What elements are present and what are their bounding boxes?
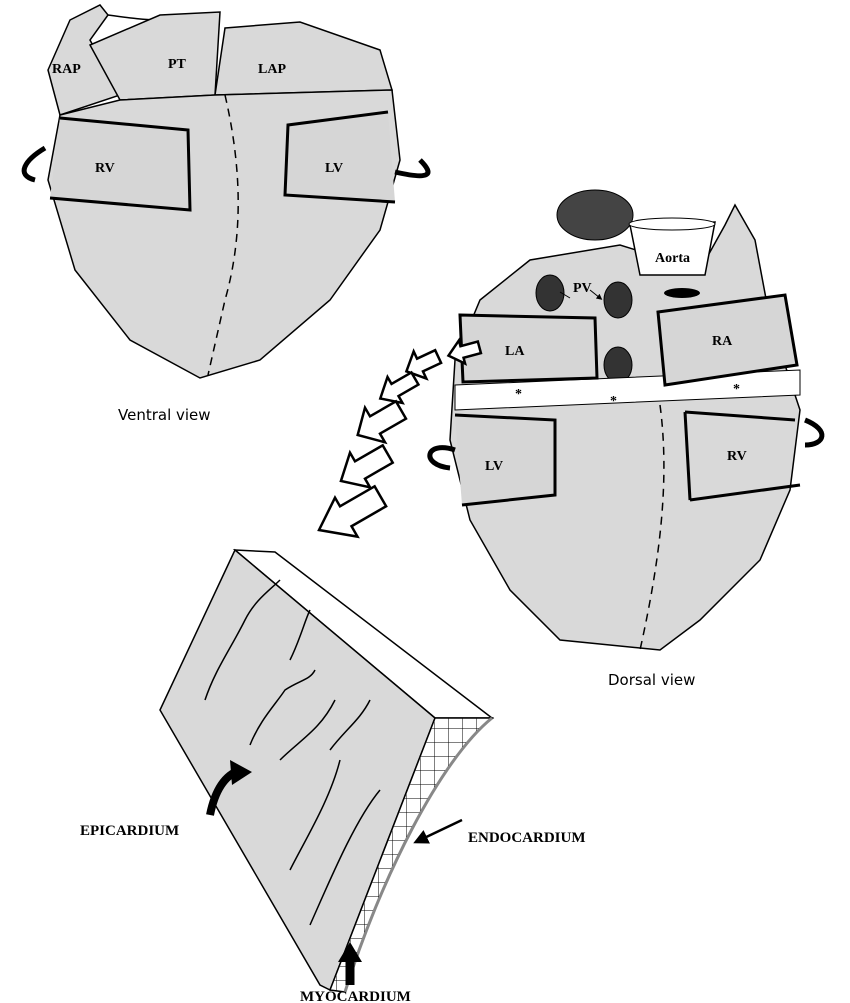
rotate-arrow-dorsal-right-icon (803, 417, 825, 448)
dorsal-lv-window (454, 413, 557, 507)
label-epicardium: EPICARDIUM (80, 823, 179, 839)
label-lv-dorsal: LV (485, 459, 503, 474)
vessel-oval (556, 189, 634, 241)
dorsal-ra-window (656, 293, 799, 387)
label-lap: LAP (258, 62, 286, 77)
rotate-arrow-dorsal-left-icon (427, 445, 456, 471)
left-atrium-appendage (214, 21, 393, 96)
svg-text:*: * (733, 382, 740, 397)
ventral-view-caption: Ventral view (118, 406, 211, 424)
label-rv-ventral: RV (95, 161, 115, 176)
rotate-arrow-right-icon (394, 158, 431, 179)
label-myocardium: MYOCARDIUM (300, 989, 411, 1003)
label-pt: PT (168, 57, 187, 72)
ventral-lv-window (283, 110, 396, 204)
zoom-arrows-icon (317, 337, 483, 539)
label-rv-dorsal: RV (727, 449, 747, 464)
ventral-heart: RAP PT LAP RV LV Ventral view (21, 4, 431, 424)
label-ra: RA (712, 334, 733, 349)
dorsal-rv-window (683, 410, 801, 502)
svg-text:*: * (610, 394, 617, 409)
ventral-rv-window (49, 116, 192, 212)
label-rap: RAP (52, 62, 81, 77)
dorsal-view-caption: Dorsal view (608, 671, 695, 689)
rotate-arrow-left-icon (21, 145, 47, 183)
label-endocardium: ENDOCARDIUM (468, 830, 586, 846)
right-atrium-appendage (47, 4, 122, 116)
endocardium-arrow-icon (413, 818, 463, 844)
label-la: LA (505, 344, 525, 359)
svg-text:*: * (515, 387, 522, 402)
label-pv: PV (573, 281, 592, 296)
label-aorta: Aorta (655, 251, 690, 266)
label-lv-ventral: LV (325, 161, 343, 176)
dorsal-heart: * * * Aorta PV LA RA LV RV Dorsal view (427, 189, 825, 689)
tissue-section: EPICARDIUM ENDOCARDIUM MYOCARDIUM (80, 548, 586, 1003)
